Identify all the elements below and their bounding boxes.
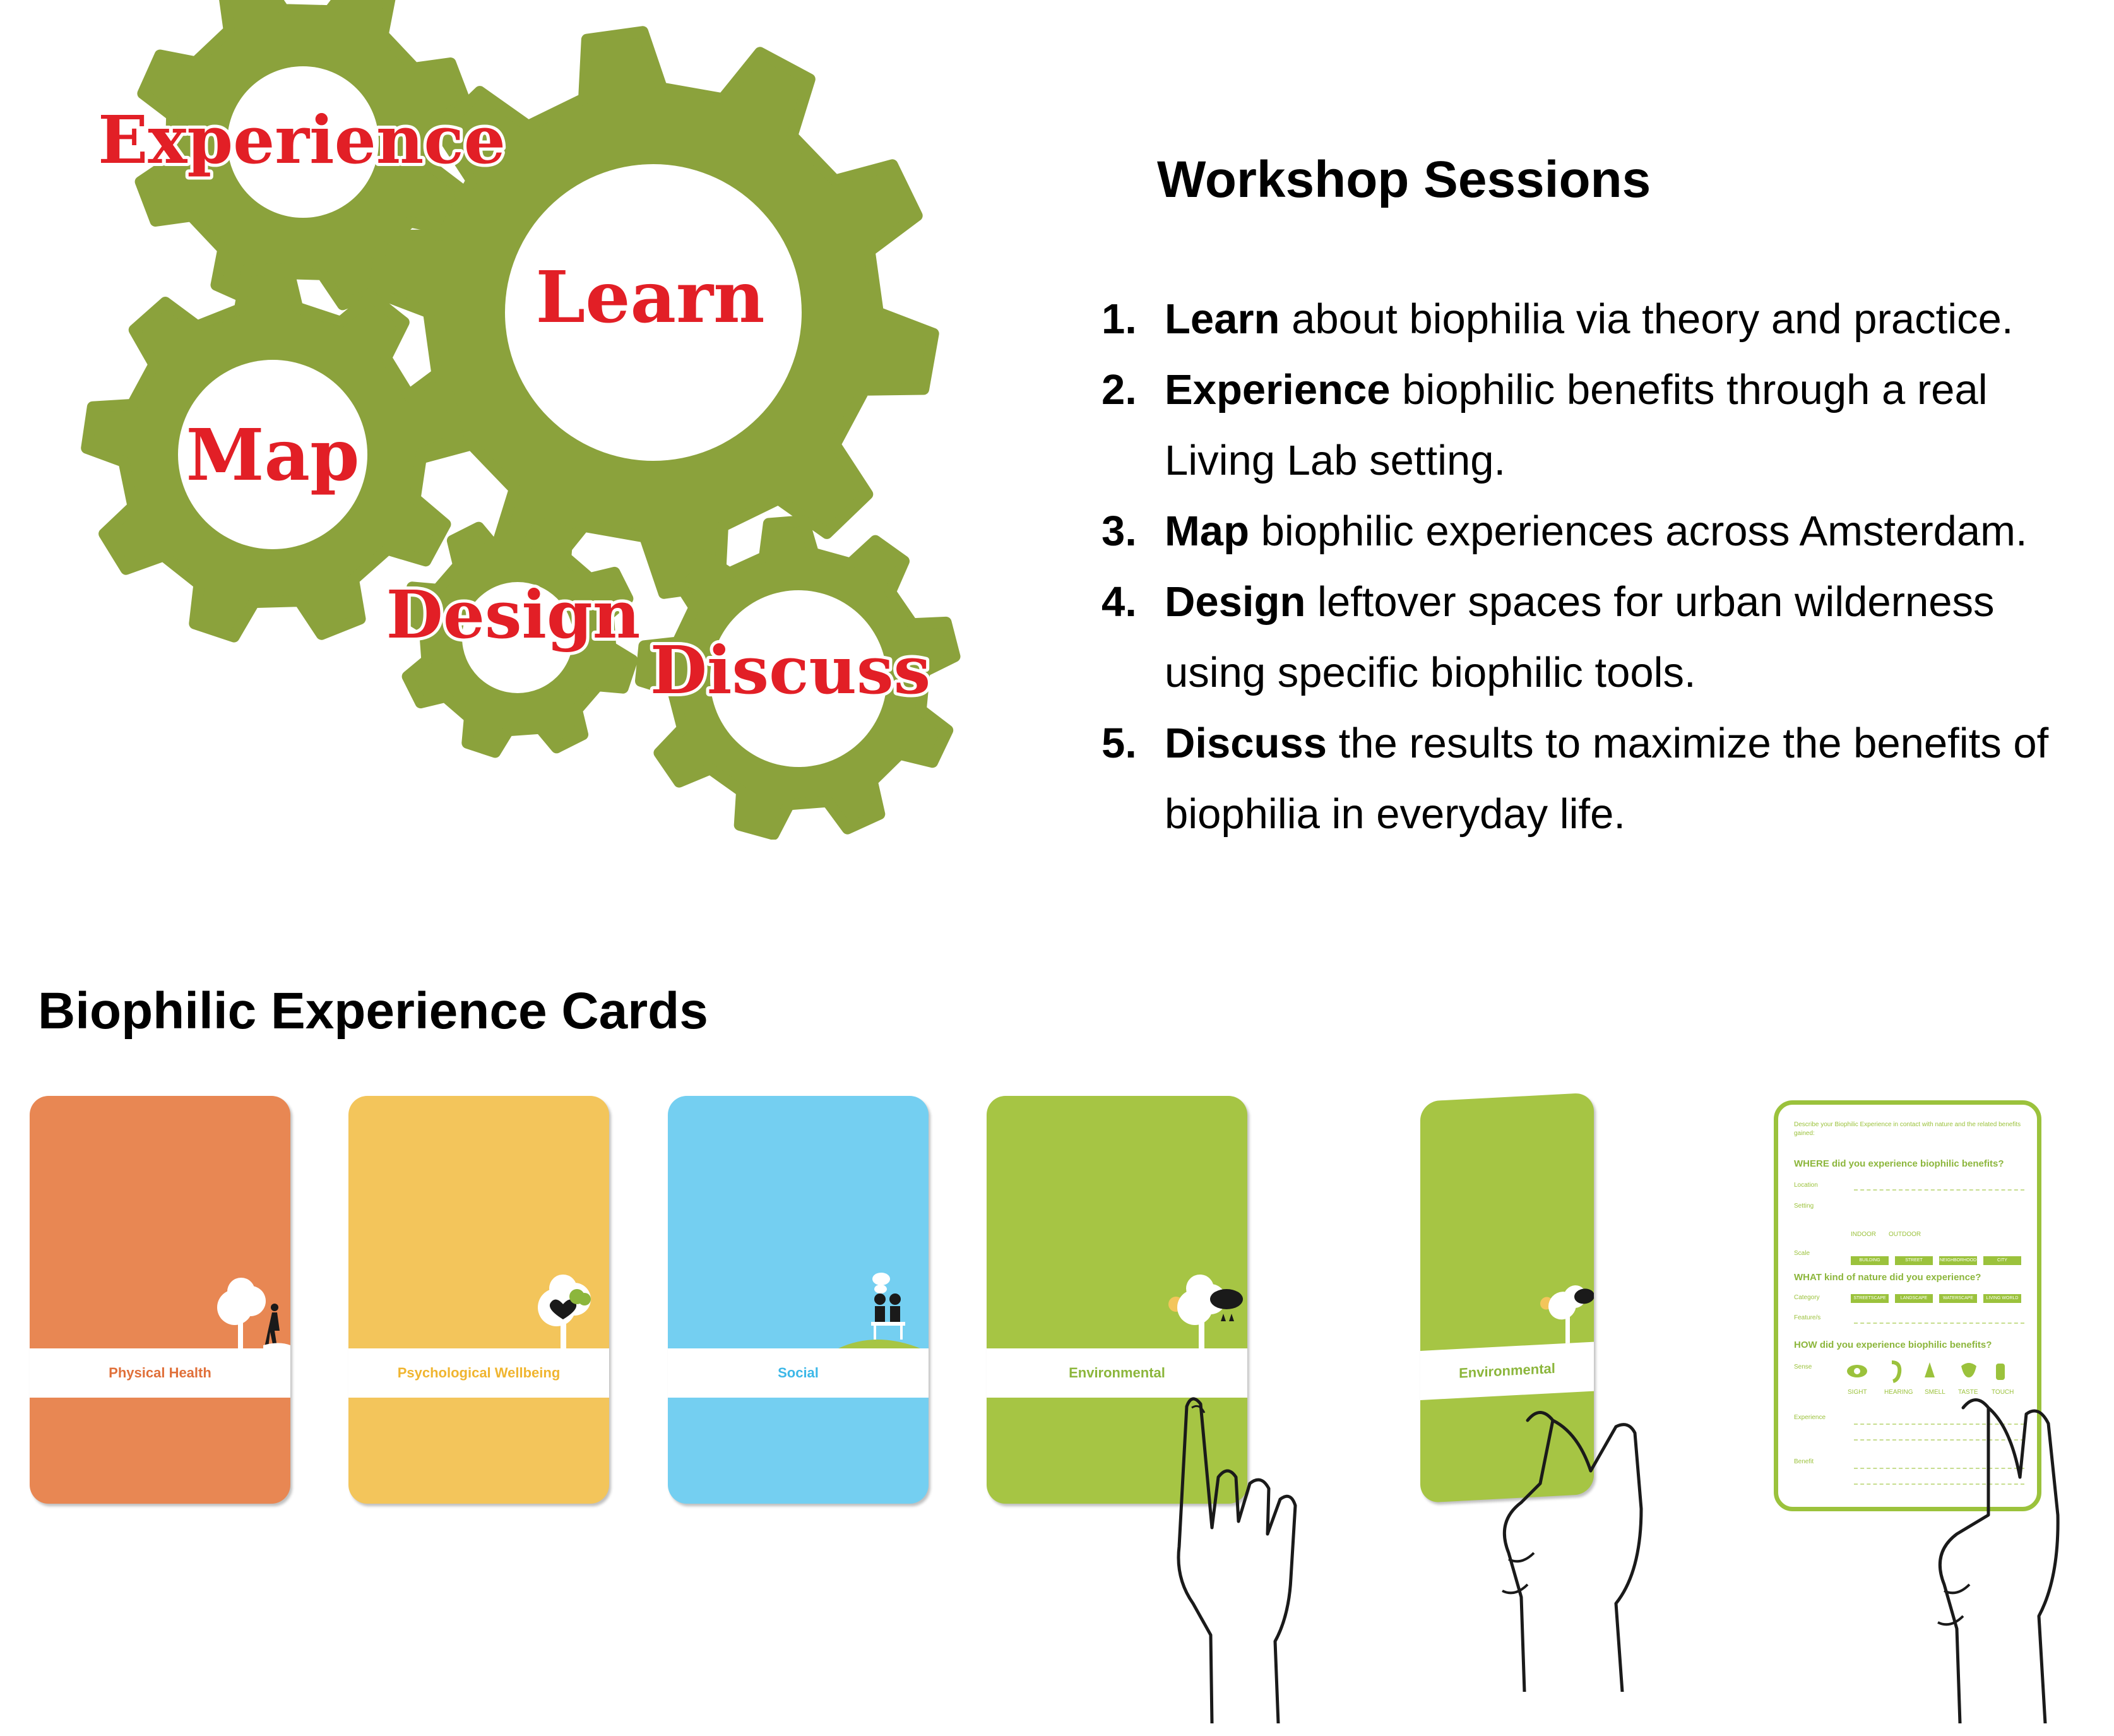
- form-intro: Describe your Biophilic Experience in co…: [1794, 1121, 2021, 1137]
- form-category-option: WATERSCAPE: [1939, 1294, 1977, 1303]
- gear-design-hole: [462, 582, 573, 693]
- card-form: Describe your Biophilic Experience in co…: [1774, 1100, 2041, 1511]
- hand-holding: [1502, 1411, 1643, 1692]
- gear-word-experience: Experience: [98, 101, 506, 179]
- card-band: Social: [668, 1348, 929, 1398]
- sense-icons: [1847, 1360, 2005, 1383]
- session-number: 5.: [1102, 720, 1137, 767]
- gear-word-design: Design: [386, 576, 641, 653]
- form-sense-option: TASTE: [1958, 1389, 1978, 1396]
- tree-weather-icon: [1168, 1275, 1243, 1348]
- card-band: Environmental: [987, 1348, 1247, 1398]
- gear-word-map: Map: [186, 414, 360, 497]
- session-text: about biophilia via theory and practice.: [1280, 295, 2014, 343]
- session-number: 2.: [1102, 366, 1137, 413]
- divider: [1854, 1424, 2024, 1425]
- form-scale-option: STREET: [1895, 1256, 1933, 1265]
- form-scale-option: NEIGHBORHOOD: [1939, 1256, 1977, 1265]
- form-scale-option: BUILDING: [1851, 1256, 1889, 1265]
- session-keyword: Learn: [1165, 295, 1280, 343]
- card-label: Social: [778, 1365, 819, 1381]
- gear-word-learn: Learn: [535, 256, 764, 339]
- gear-word-discuss: Discuss: [650, 631, 930, 709]
- form-setting: Setting: [1794, 1203, 1814, 1210]
- session-number: 3.: [1102, 508, 1137, 555]
- session-item: 2. Experience biophilic benefits through …: [1102, 355, 2086, 496]
- session-number: 4.: [1102, 578, 1137, 626]
- form-sense: Sense: [1794, 1364, 1812, 1370]
- card-band: Psychological Wellbeing: [348, 1348, 609, 1398]
- form-sense-option: HEARING: [1884, 1389, 1913, 1396]
- divider: [1854, 1189, 2024, 1191]
- sessions-title: Workshop Sessions: [1157, 151, 1651, 208]
- gear-learn-hole: [505, 164, 802, 461]
- card-label: Environmental: [1069, 1365, 1165, 1381]
- form-benefit: Benefit: [1794, 1458, 1814, 1465]
- card-band: Physical Health: [30, 1348, 290, 1398]
- card-physical-health: Physical Health: [30, 1096, 290, 1504]
- form-sense-option: TOUCH: [1992, 1389, 2014, 1396]
- gears-diagram: Experience Learn Map Design Discuss: [81, 0, 961, 840]
- form-what: WHAT kind of nature did you experience?: [1794, 1272, 1981, 1283]
- divider: [1854, 1468, 2024, 1469]
- hand-holding-form: [1937, 1398, 2060, 1723]
- card-environmental-tilted: Environmental: [1420, 1092, 1594, 1503]
- gear-discuss-hole: [710, 590, 887, 767]
- card-social: Social: [668, 1096, 929, 1504]
- divider: [1854, 1483, 2024, 1485]
- session-item: 4. Design leftover spaces for urban wilde…: [1102, 567, 2086, 708]
- form-scale: Scale: [1794, 1250, 1810, 1257]
- form-location: Location: [1794, 1182, 1818, 1189]
- session-number: 1.: [1102, 295, 1137, 343]
- people-bench-icon: [838, 1273, 920, 1348]
- hand-pointing: [1177, 1397, 1297, 1723]
- card-band: Environmental: [1420, 1341, 1594, 1400]
- session-keyword: Experience: [1165, 366, 1391, 413]
- form-category: Category: [1794, 1294, 1820, 1301]
- gear-experience-hole: [227, 66, 379, 218]
- form-category-option: STREETSCAPE: [1851, 1294, 1889, 1303]
- session-item: 3. Map biophilic experiences across Amste…: [1102, 496, 2086, 567]
- session-item: 1. Learn about biophilia via theory and p…: [1102, 284, 2086, 355]
- tree-weather-icon: [1540, 1285, 1594, 1343]
- divider: [1854, 1323, 2024, 1324]
- form-how: HOW did you experience biophilic benefit…: [1794, 1340, 1992, 1350]
- card-label: Physical Health: [109, 1365, 211, 1381]
- form-category-option: LIVING WORLD: [1983, 1294, 2021, 1303]
- session-item: 5. Discuss the results to maximize the be…: [1102, 708, 2086, 850]
- session-text: the results to maximize the benefits of …: [1165, 720, 2049, 838]
- card-label: Psychological Wellbeing: [397, 1365, 561, 1381]
- session-list: 1. Learn about biophilia via theory and p…: [1102, 284, 2086, 850]
- card-psychological-wellbeing: Psychological Wellbeing: [348, 1096, 609, 1504]
- form-sense-option: SMELL: [1925, 1389, 1945, 1396]
- session-text: leftover spaces for urban wilderness usi…: [1165, 578, 1995, 696]
- gear-shapes: [81, 0, 961, 840]
- session-keyword: Map: [1165, 508, 1249, 555]
- tree-runner-icon: [217, 1278, 290, 1348]
- session-text: biophilic experiences across Amsterdam.: [1249, 508, 2028, 555]
- form-category-option: LANDSCAPE: [1895, 1294, 1933, 1303]
- form-sense-option: SIGHT: [1848, 1389, 1867, 1396]
- form-experience: Experience: [1794, 1414, 1826, 1421]
- form-outdoor: OUTDOOR: [1889, 1231, 1921, 1238]
- session-text: biophilic benefits through a real Living…: [1165, 366, 1988, 484]
- form-scale-option: CITY: [1983, 1256, 2021, 1265]
- gear-map-hole: [178, 360, 367, 549]
- session-keyword: Discuss: [1165, 720, 1327, 767]
- form-feature: Feature/s: [1794, 1314, 1821, 1321]
- cards-title: Biophilic Experience Cards: [38, 982, 708, 1040]
- session-keyword: Design: [1165, 578, 1306, 626]
- card-label: Environmental: [1459, 1360, 1555, 1381]
- tree-heart-icon: [538, 1275, 591, 1348]
- form-where: WHERE did you experience biophilic benef…: [1794, 1158, 2004, 1169]
- form-indoor: INDOOR: [1851, 1231, 1876, 1238]
- divider: [1854, 1439, 2024, 1441]
